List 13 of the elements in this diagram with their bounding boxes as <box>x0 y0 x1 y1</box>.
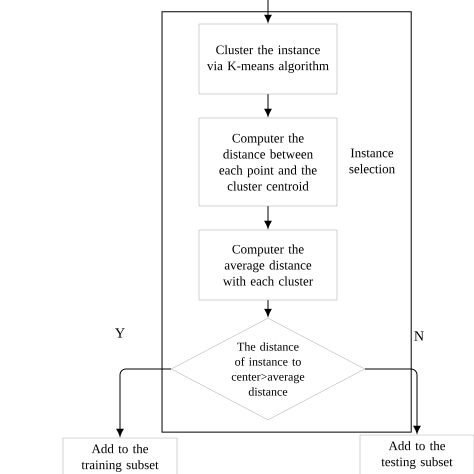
process-box: Cluster the instance via K-means algorithm <box>198 24 338 94</box>
arrow <box>364 368 421 434</box>
arrow <box>116 368 172 437</box>
process-box: Add to the testing subset <box>360 434 474 474</box>
arrow <box>264 0 272 23</box>
arrow <box>264 300 272 317</box>
process-box: Computer the average distance with each cluster <box>198 230 338 300</box>
arrow <box>264 94 272 117</box>
process-box: Computer the distance between each point and the cluster centroid <box>198 118 338 206</box>
process-box: Add to the training subset <box>62 438 178 474</box>
edge-label: Y <box>114 327 126 339</box>
edge-label: N <box>412 330 426 342</box>
arrow <box>264 206 272 229</box>
